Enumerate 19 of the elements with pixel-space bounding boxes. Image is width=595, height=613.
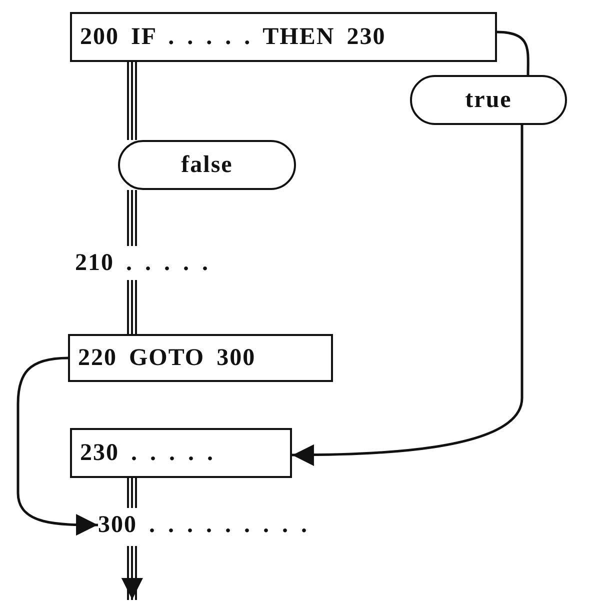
triple-line-connector (121, 546, 143, 600)
triple-line-connector (127, 478, 137, 508)
statement-text: 210 . . . . . (75, 250, 209, 276)
process-box (68, 334, 333, 382)
triple-line-connector (127, 62, 137, 140)
process-box (70, 428, 292, 478)
box-text: false (181, 152, 233, 178)
arrow-connector (292, 125, 524, 466)
box-text: 230 . . . . . (80, 440, 214, 466)
triple-line-connector (127, 190, 137, 246)
rounded-box (410, 75, 567, 125)
rounded-box (118, 140, 296, 190)
statement-text: 300 . . . . . . . . . (98, 512, 308, 538)
arrow-connector (16, 356, 98, 536)
box-text: 220 GOTO 300 (78, 344, 256, 372)
triple-line-connector (127, 280, 137, 334)
box-text: true (465, 86, 512, 114)
box-text: 200 IF . . . . . THEN 230 (80, 24, 386, 50)
process-box (70, 12, 497, 62)
